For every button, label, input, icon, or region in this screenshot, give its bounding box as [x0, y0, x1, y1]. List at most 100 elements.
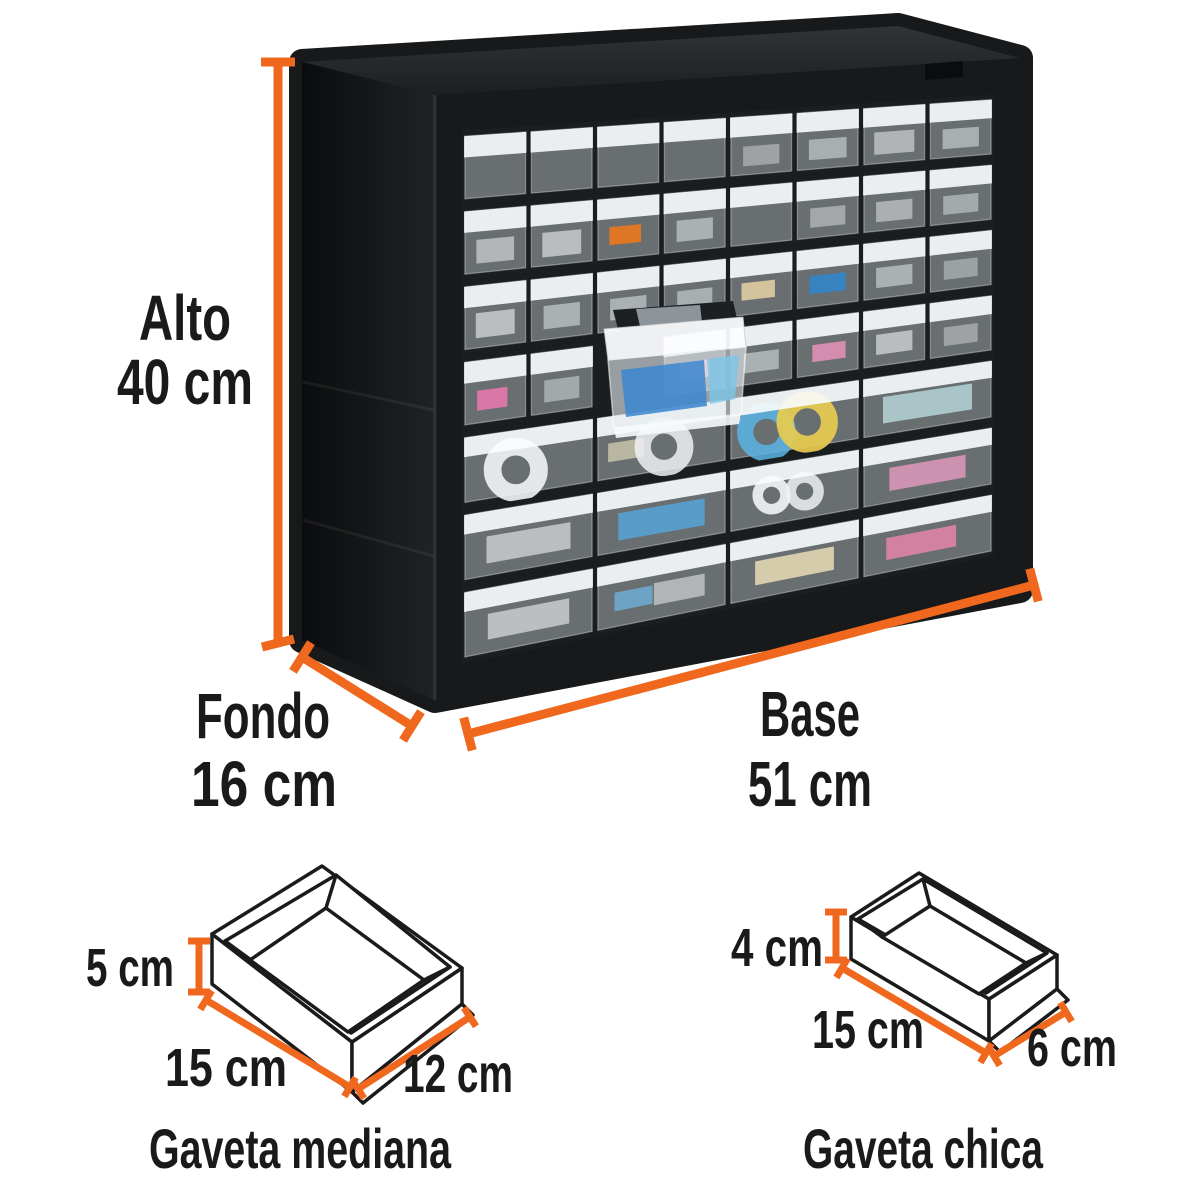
tray-small-floor	[880, 904, 1028, 996]
drawer-content	[886, 524, 957, 561]
fondo-cap-end	[399, 709, 425, 743]
tray-small-front-value: 6 cm	[1027, 1018, 1117, 1078]
drawer-content	[943, 192, 979, 215]
latch	[925, 61, 963, 80]
tray-medium-front-line	[356, 1014, 472, 1092]
drawer-content	[808, 136, 847, 161]
drawer-content	[810, 205, 846, 228]
drawer-content	[486, 522, 571, 564]
tray-medium-floor	[248, 906, 426, 1034]
base-value: 51 cm	[748, 748, 872, 820]
drawer-lip	[530, 200, 593, 227]
tray-small-front-cap-end	[1057, 1000, 1075, 1024]
drawer-content	[476, 236, 515, 264]
drawer-content	[809, 272, 846, 295]
drawer-lip	[863, 360, 992, 398]
drawer-lip	[730, 182, 793, 208]
drawer-content-ring	[785, 472, 824, 511]
drawer-content	[676, 217, 713, 242]
drawer-lip	[597, 122, 660, 148]
drawer-content	[743, 143, 780, 167]
drawer-content	[755, 546, 834, 586]
drawer-content	[609, 224, 641, 246]
open-drawer-bottom-lip	[614, 414, 741, 438]
cabinet-side-face	[302, 62, 435, 700]
drawer-content	[943, 257, 978, 280]
base-dimension-line	[466, 580, 1036, 739]
fondo-value: 16 cm	[191, 748, 337, 820]
tray-small-side-line	[840, 964, 988, 1057]
tray-medium-front-cap-start	[349, 1077, 367, 1101]
drawer-content	[812, 340, 846, 363]
drawer-lip	[796, 312, 859, 340]
drawer-lip	[929, 99, 992, 123]
drawer-lip	[863, 494, 992, 537]
drawer-lip	[597, 266, 660, 294]
drawer-lip	[796, 244, 859, 271]
base-label: Base	[760, 678, 860, 750]
drawer-content	[618, 498, 705, 541]
open-drawer	[603, 301, 747, 438]
drawer-lip	[597, 544, 726, 587]
drawer-lip	[464, 419, 593, 458]
drawer-content	[876, 263, 913, 289]
drawer-lip	[464, 280, 527, 309]
drawer-lip	[530, 127, 593, 153]
tray-small-caption: Gaveta chica	[803, 1117, 1044, 1180]
drawer-lip	[464, 131, 527, 158]
tray-medium-side-cap-start	[197, 988, 215, 1012]
drawer-content	[883, 383, 972, 424]
cabinet-photo	[289, 13, 1033, 713]
drawer-lip	[663, 258, 726, 286]
drawer-content	[475, 308, 515, 339]
fondo-label: Fondo	[196, 680, 330, 752]
drawer-content	[653, 573, 705, 606]
alto-value: 40 cm	[117, 346, 253, 418]
open-drawer-blue-content	[621, 360, 707, 417]
drawer-lip	[929, 165, 992, 190]
drawer-lip	[464, 568, 593, 612]
tray-small-front-lip	[987, 987, 1070, 1054]
drawer-content	[741, 279, 775, 301]
cabinet-top-face	[302, 26, 1020, 95]
drawer-lip	[663, 118, 726, 143]
drawer-content	[943, 323, 978, 347]
tray-small-front-cap-start	[985, 1044, 1003, 1068]
drawer-lip	[863, 170, 926, 196]
side-seam-line	[302, 518, 435, 558]
drawer-lip	[796, 108, 859, 133]
drawer-content	[942, 126, 979, 150]
tray-small-height-value: 4 cm	[731, 918, 823, 978]
drawer-lip	[663, 188, 726, 215]
drawer-lip	[530, 273, 593, 301]
drawer-lip	[597, 471, 726, 512]
drawer-content	[614, 585, 653, 612]
alto-label: Alto	[139, 282, 231, 354]
drawer-content	[544, 375, 580, 403]
drawer-lip	[464, 354, 527, 384]
drawer-lip	[863, 104, 926, 128]
drawer-content	[542, 229, 582, 258]
drawer-lip	[530, 346, 593, 375]
drawer-lip	[929, 230, 992, 256]
drawer-lip	[464, 206, 527, 233]
tray-small-side-cap-start	[833, 956, 851, 980]
drawer-lip	[730, 519, 859, 562]
tray-medium-side-line	[204, 997, 352, 1090]
drawer-lip	[796, 176, 859, 202]
side-seam-line	[302, 380, 435, 412]
tray-small-diagram: 4 cm 15 cm 6 cm Gaveta chica	[731, 871, 1117, 1180]
fondo-dimension-line	[299, 653, 415, 730]
drawer-lip	[863, 427, 992, 467]
alto-cap-bottom	[260, 634, 296, 652]
drawer-content	[876, 198, 913, 223]
tray-small-side-value: 15 cm	[812, 1000, 924, 1060]
drawer-content	[874, 129, 915, 155]
tray-medium-diagram: 5 cm 15 cm 12 cm Gaveta mediana	[86, 864, 513, 1180]
base-cap-end	[1025, 567, 1043, 603]
drawer-lip	[863, 237, 926, 264]
drawer-content	[543, 301, 580, 330]
tray-small-front-line	[992, 1009, 1068, 1059]
drawer-content	[487, 598, 570, 640]
